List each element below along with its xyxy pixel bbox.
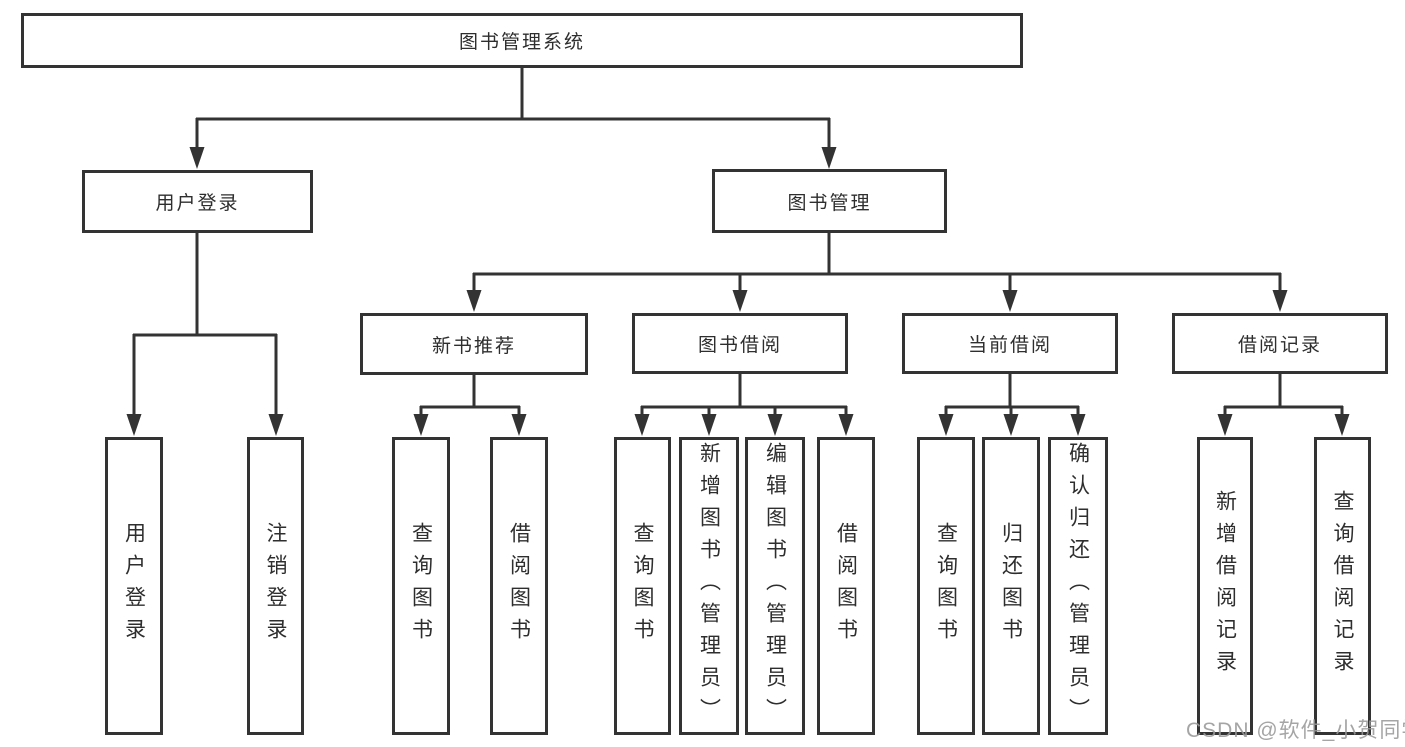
leaf-query-books-borrowing: 查询图书 [614,437,671,735]
leaf-edit-book-admin: 编辑图书（管理员） [745,437,805,735]
node-library-management-system: 图书管理系统 [21,13,1023,68]
leaf-return-books: 归还图书 [982,437,1040,735]
leaf-add-book-admin: 新增图书（管理员） [679,437,739,735]
leaf-confirm-return-admin: 确认归还（管理员） [1048,437,1108,735]
arrowhead-icons [126,147,1350,436]
leaf-borrow-books-recommend: 借阅图书 [490,437,548,735]
node-current-borrowing: 当前借阅 [902,313,1118,374]
node-borrowing-records: 借阅记录 [1172,313,1388,374]
csdn-watermark: CSDN @软件_小贺同学 [1186,719,1405,742]
leaf-logout: 注销登录 [247,437,304,735]
leaf-query-borrow-record: 查询借阅记录 [1314,437,1371,735]
node-new-book-recommendation: 新书推荐 [360,313,588,375]
leaf-query-books-current: 查询图书 [917,437,975,735]
leaf-borrow-books: 借阅图书 [817,437,875,735]
leaf-add-borrow-record: 新增借阅记录 [1197,437,1253,735]
node-book-management: 图书管理 [712,169,947,233]
leaf-query-books-recommend: 查询图书 [392,437,450,735]
node-book-borrowing: 图书借阅 [632,313,848,374]
leaf-user-login: 用户登录 [105,437,163,735]
node-user-login: 用户登录 [82,170,313,233]
